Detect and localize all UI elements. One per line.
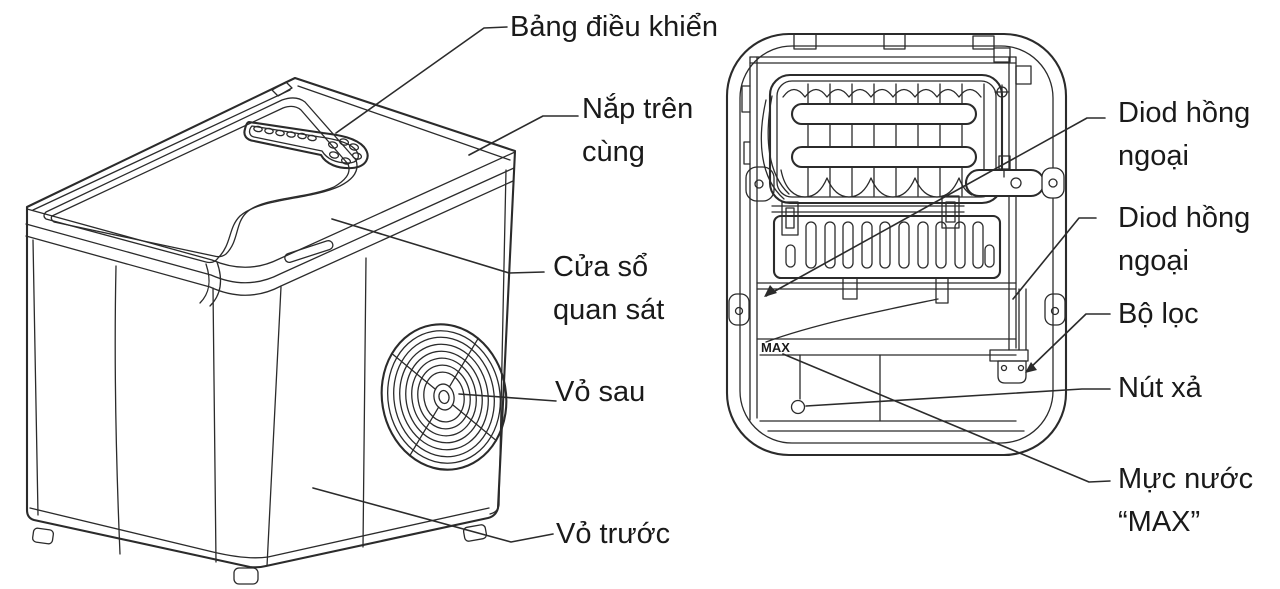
- leader-control-panel: [335, 26, 508, 134]
- label-back-cover: Vỏ sau: [555, 376, 646, 408]
- evaporator-assembly: [760, 73, 1004, 205]
- leader-ir-diode-bottom: [1012, 217, 1097, 300]
- label-top-lid: Nắp trên cùng: [582, 93, 694, 168]
- slotted-panel: [772, 214, 1002, 280]
- water-reservoir: [756, 298, 1025, 432]
- max-marking: MAX: [761, 340, 790, 355]
- fan-grille: [380, 323, 508, 471]
- leader-filter: [1026, 313, 1111, 372]
- label-observation-window: Cửa sổ quan sát: [553, 251, 665, 326]
- control-panel: [243, 120, 369, 170]
- lid-latch: [284, 240, 334, 264]
- leader-top-lid: [468, 115, 579, 156]
- leader-back-cover: [458, 393, 557, 402]
- label-ir-diode-top: Diod hồng ngoại: [1118, 97, 1251, 172]
- label-front-cover: Vỏ trước: [556, 518, 671, 550]
- label-water-level-max: Mực nước “MAX”: [1118, 463, 1254, 538]
- leader-observation-window: [331, 218, 545, 274]
- perspective-view-drawing: [25, 76, 517, 585]
- leader-water-level: [782, 353, 1111, 483]
- leader-lines: [312, 26, 1111, 543]
- lid-hinge: [271, 81, 293, 97]
- drain-button: [790, 399, 806, 415]
- internal-view-drawing: MAX: [725, 32, 1068, 457]
- label-filter: Bộ lọc: [1118, 298, 1199, 330]
- filter-assembly: [989, 288, 1029, 384]
- leader-front-cover: [312, 487, 554, 543]
- leader-drain-button: [805, 388, 1111, 407]
- label-drain-button: Nút xả: [1118, 372, 1202, 404]
- observation-window-lid: [43, 97, 358, 307]
- control-buttons: [253, 125, 363, 165]
- label-control-panel: Bảng điều khiển: [510, 11, 718, 43]
- feet: [31, 524, 488, 585]
- leader-ir-diode-top: [765, 117, 1106, 297]
- label-ir-diode-bottom: Diod hồng ngoại: [1118, 202, 1251, 277]
